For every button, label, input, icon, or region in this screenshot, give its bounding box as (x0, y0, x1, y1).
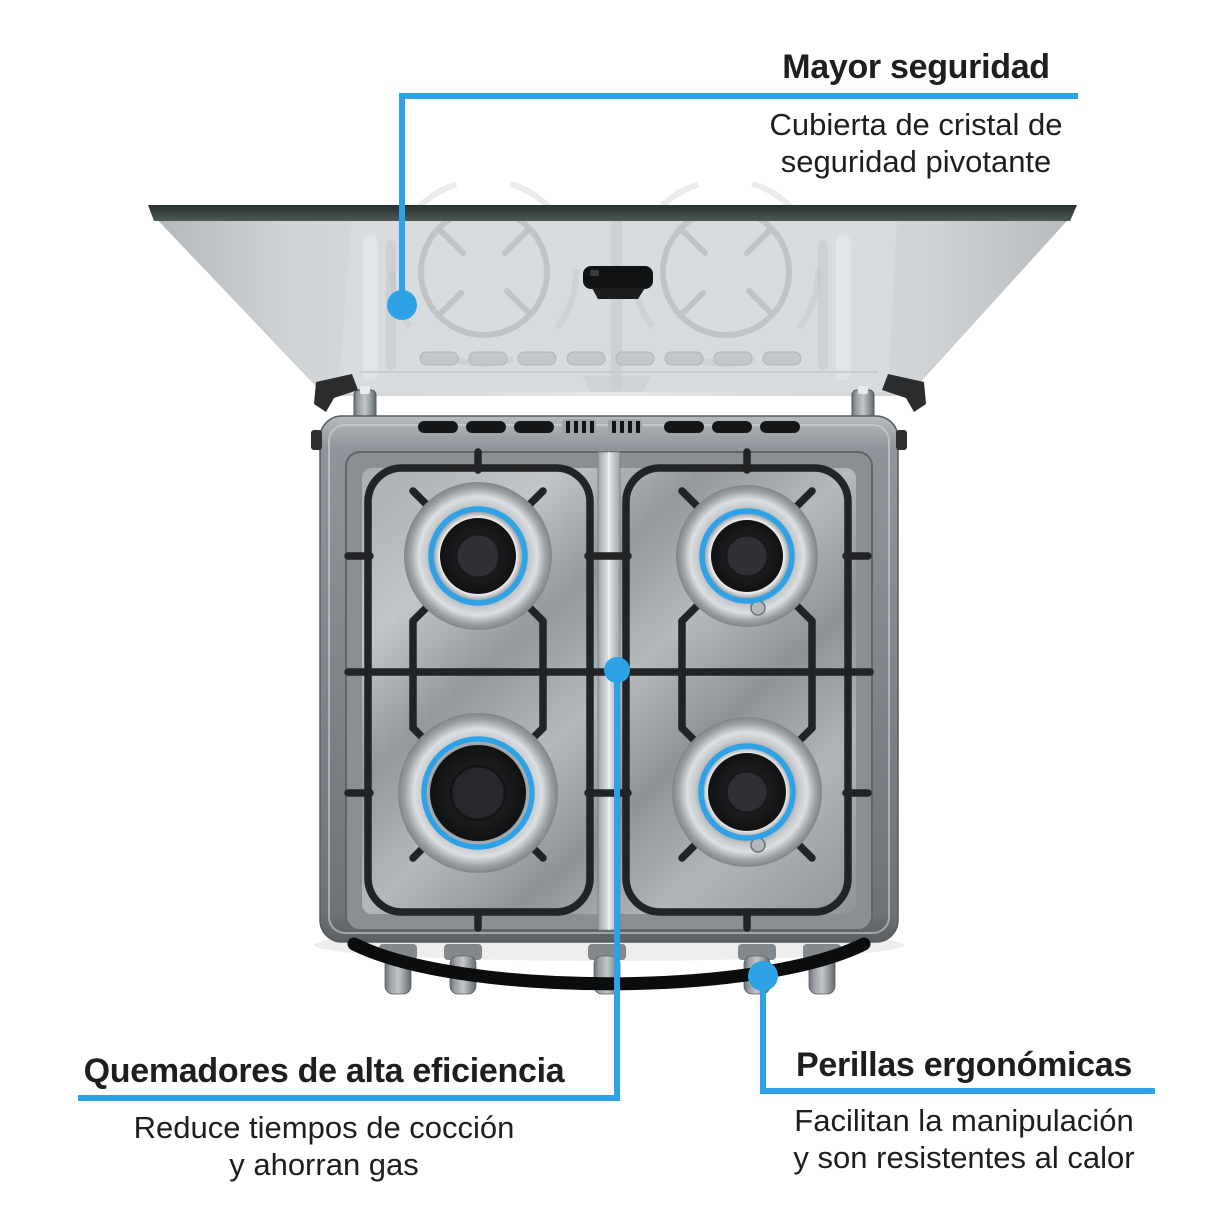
callout-safety-description: Cubierta de cristal de seguridad pivotan… (769, 107, 1063, 180)
callout-knobs: Perillas ergonómicas Facilitan la manipu… (768, 1046, 1160, 1176)
callout-line-burners (78, 670, 620, 1101)
callout-knobs-title: Perillas ergonómicas (795, 1046, 1133, 1084)
burner-highlight-ring (421, 736, 535, 850)
callout-dot-safety (387, 290, 417, 320)
control-knob (379, 944, 417, 995)
callout-dot-knobs (748, 961, 778, 991)
burner-top-left (404, 482, 552, 630)
lid-hinge-right (851, 374, 926, 421)
callout-knobs-description: Facilitan la manipulación y son resisten… (793, 1103, 1135, 1176)
callout-safety: Mayor seguridad Cubierta de cristal de s… (742, 48, 1090, 180)
grate-right (622, 464, 852, 916)
burner-bottom-right (672, 717, 822, 867)
glass-lid (148, 177, 1077, 421)
callout-burners-description: Reduce tiempos de cocción y ahorran gas (133, 1110, 515, 1183)
burner-highlight-ring (699, 508, 795, 604)
stove-top (311, 415, 907, 961)
glass-edge (148, 205, 1077, 221)
callout-line-knobs (760, 976, 1155, 1094)
lid-hinge-left (314, 374, 377, 421)
callout-burners-title: Quemadores de alta eficiencia (83, 1052, 565, 1090)
side-tab-right (896, 430, 907, 450)
callout-dot-burners (604, 657, 630, 683)
lid-handle (583, 266, 653, 299)
burner-bottom-left (398, 713, 558, 873)
callout-line-safety (399, 93, 1078, 305)
callout-safety-title: Mayor seguridad (782, 48, 1050, 86)
burner-top-right (676, 485, 818, 627)
side-tab-left (311, 430, 322, 450)
vent-slots (418, 419, 800, 435)
callout-burners: Quemadores de alta eficiencia Reduce tie… (28, 1052, 620, 1183)
control-knob (444, 944, 482, 995)
lid-vent-embossing (419, 351, 802, 366)
callout-graphics (78, 93, 1155, 1101)
burner-highlight-ring (428, 506, 528, 606)
burner-highlight-ring (698, 743, 796, 841)
front-handle (347, 937, 871, 991)
